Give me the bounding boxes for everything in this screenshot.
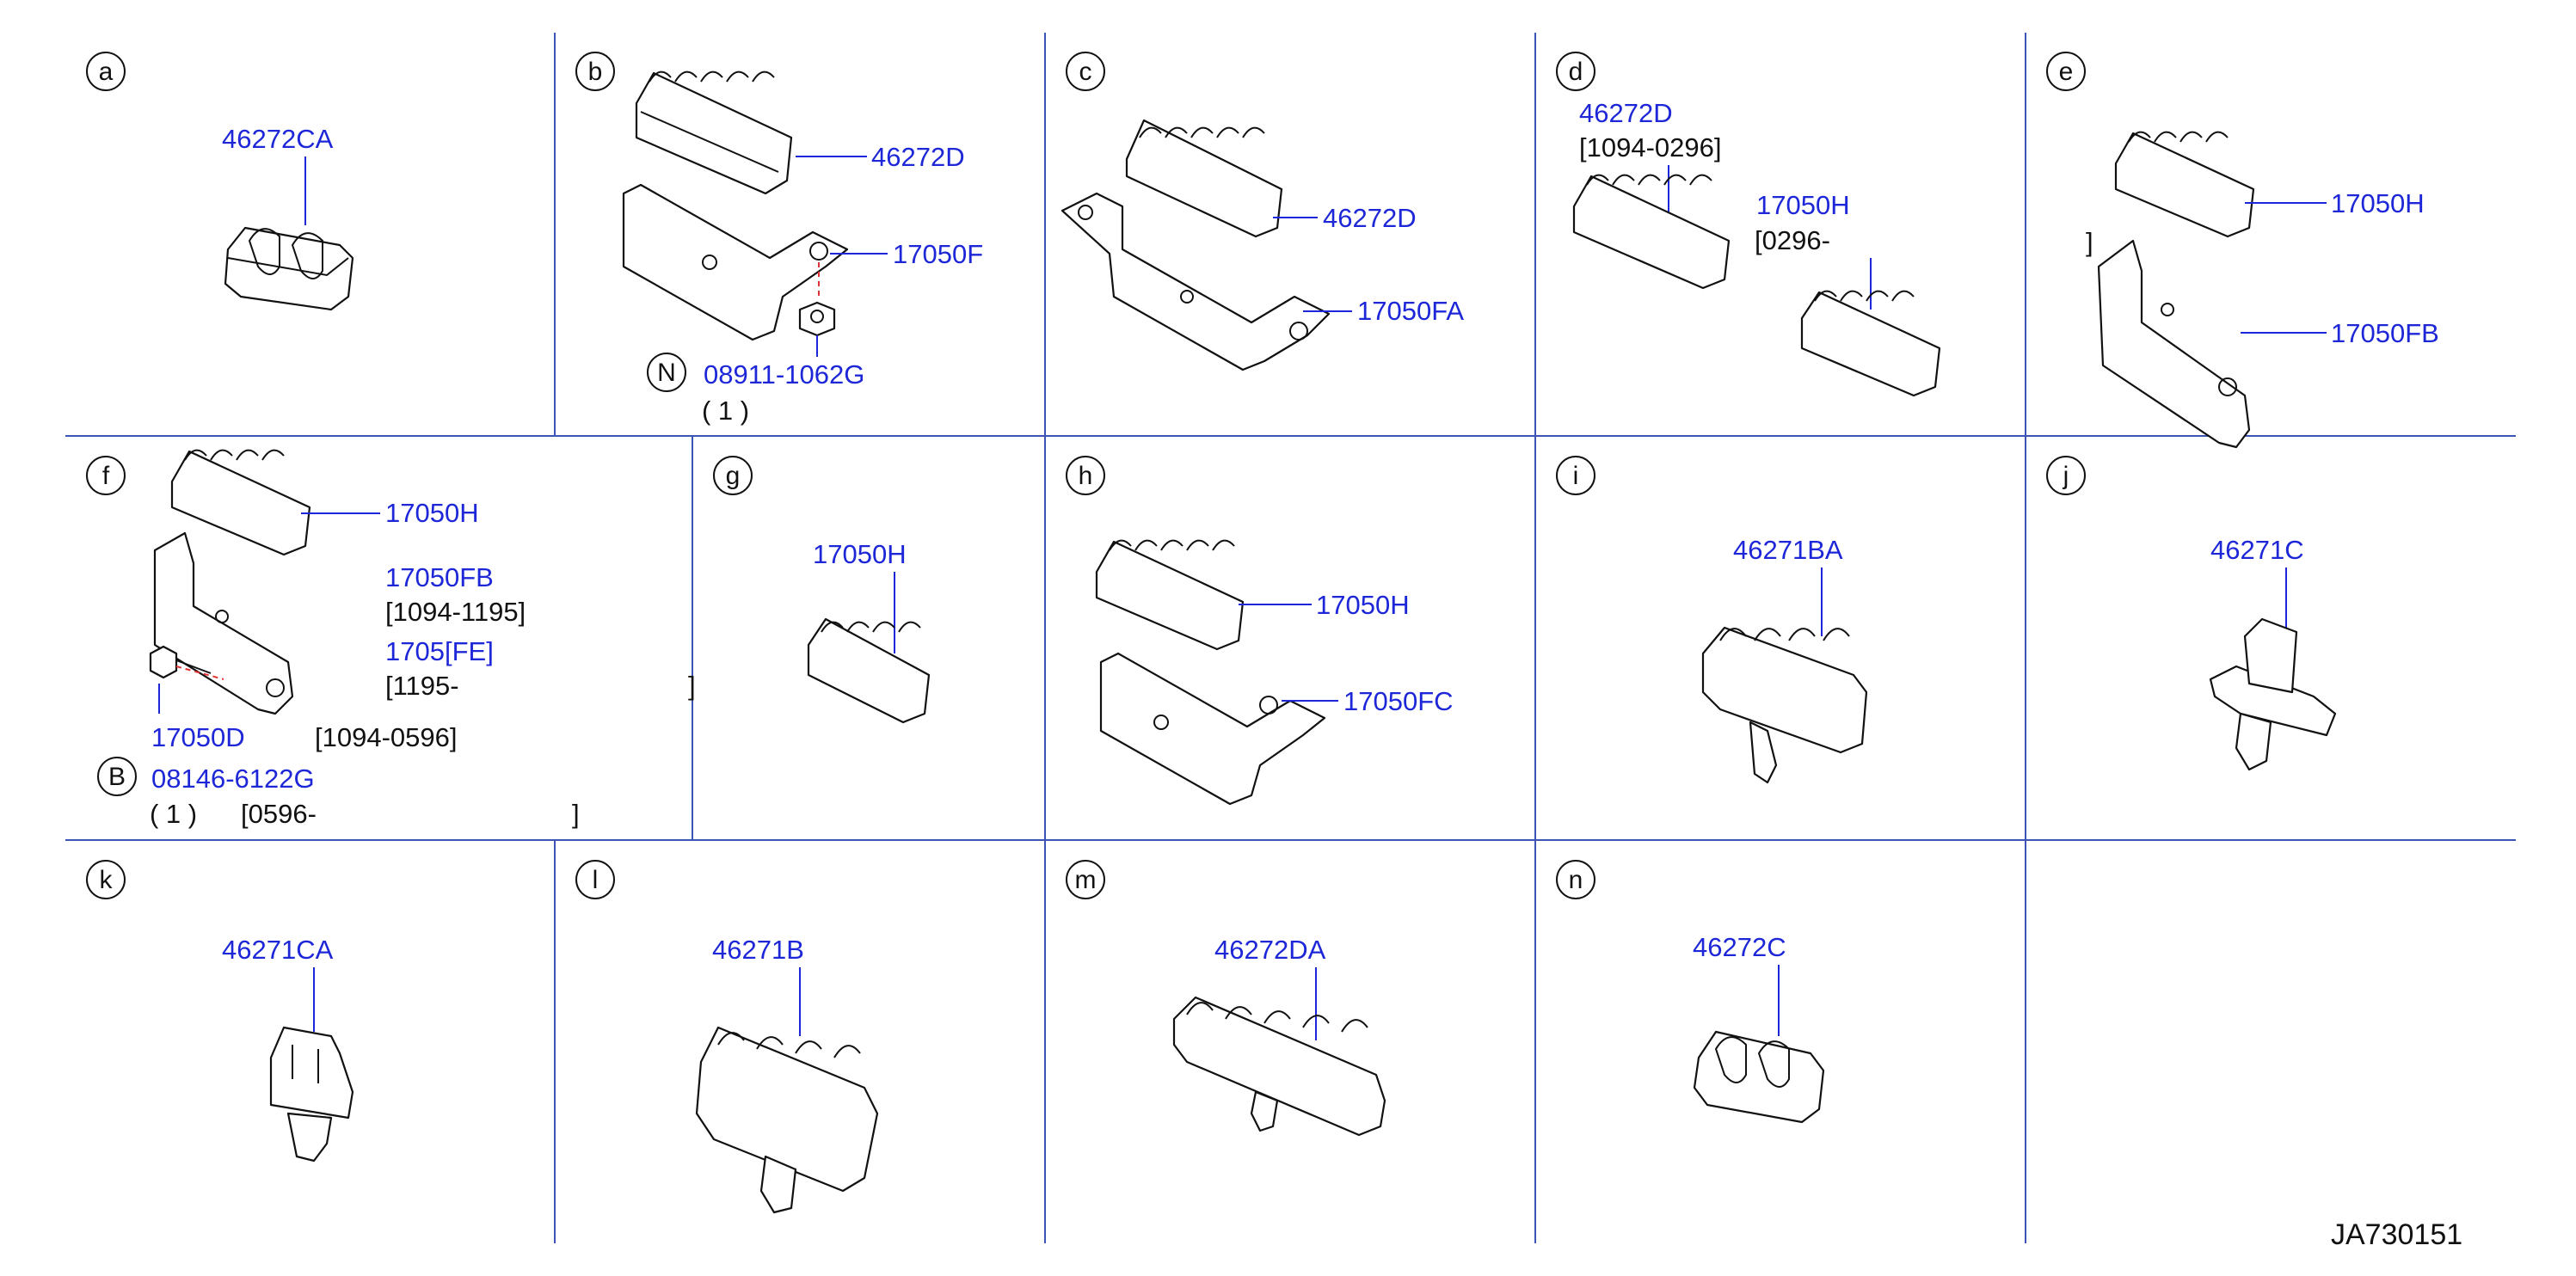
- panel-a: a 46272CA: [86, 52, 354, 311]
- part-label-46272CA[interactable]: 46272CA: [222, 124, 334, 154]
- panel-n: n 46272C: [1556, 860, 1825, 1124]
- date-range-f2-close: ]: [688, 671, 696, 701]
- part-label-17050H-g[interactable]: 17050H: [813, 539, 907, 569]
- panel-letter-b: b: [588, 58, 603, 86]
- clip-17050H-f-drawing: [170, 449, 311, 556]
- panel-letter-m: m: [1075, 866, 1097, 894]
- part-label-46272D[interactable]: 46272D: [871, 142, 965, 172]
- clip-46272CA-drawing: [224, 226, 354, 311]
- clip-46272C-drawing: [1693, 1030, 1825, 1124]
- part-label-46271C[interactable]: 46271C: [2210, 535, 2304, 565]
- panel-b: b 46272D 17050F N 08911-1062G ( 1 ): [575, 52, 983, 426]
- panel-letter-d: d: [1569, 58, 1583, 86]
- part-label-17050FB-f[interactable]: 17050FB: [385, 562, 494, 592]
- panel-e: e 17050H ] 17050FB: [2046, 52, 2439, 449]
- date-range-d1: [1094-0296]: [1579, 132, 1721, 163]
- nut-08911-drawing: [798, 301, 836, 337]
- panel-letter-a: a: [99, 58, 114, 86]
- panel-letter-e: e: [2059, 58, 2074, 86]
- clip-46272D-drawing: [635, 71, 793, 195]
- date-range-f4: [0596-: [241, 799, 317, 829]
- panel-l: l 46271B: [575, 860, 879, 1214]
- panel-grid: [65, 33, 2516, 1243]
- panel-g: g 17050H: [713, 456, 931, 724]
- panel-d: d 46272D [1094-0296] 17050H [0296-: [1556, 52, 1941, 397]
- panel-letter-i: i: [1573, 462, 1579, 490]
- panel-i: i 46271BA: [1556, 456, 1868, 784]
- date-range-f1: [1094-1195]: [385, 597, 526, 627]
- bracket-17050F-drawing: [622, 183, 849, 341]
- part-label-17050H-f[interactable]: 17050H: [385, 498, 479, 528]
- part-label-17050FA[interactable]: 17050FA: [1357, 296, 1464, 326]
- bracket-note-e: ]: [2086, 227, 2093, 257]
- clip-46272DA-drawing: [1172, 996, 1386, 1137]
- part-label-08146-6122G[interactable]: 08146-6122G: [151, 764, 315, 794]
- part-label-46272DA[interactable]: 46272DA: [1214, 935, 1326, 965]
- panel-c: c 46272D 17050FA: [1061, 52, 1464, 371]
- part-label-1705FE-f[interactable]: 1705[FE]: [385, 636, 494, 666]
- panel-letter-j: j: [2063, 462, 2069, 490]
- part-label-08911-1062G[interactable]: 08911-1062G: [704, 359, 864, 390]
- part-label-46271BA[interactable]: 46271BA: [1733, 535, 1843, 565]
- panel-letter-g: g: [726, 462, 741, 490]
- clip-46271BA-drawing: [1701, 626, 1868, 784]
- diagram-reference-code: JA730151: [2331, 1218, 2462, 1251]
- date-range-f3: [1094-0596]: [315, 722, 457, 752]
- nut-symbol-N: N: [657, 359, 676, 387]
- date-range-f2: [1195-: [385, 671, 459, 701]
- date-range-f4-close: ]: [572, 799, 580, 829]
- part-label-46271CA[interactable]: 46271CA: [222, 935, 334, 965]
- clip-17050H-d-drawing: [1800, 290, 1941, 397]
- clip-46271CA-drawing: [269, 1026, 354, 1163]
- bracket-17050FB-f-drawing: [153, 531, 294, 715]
- panel-f: f 17050H 17050FB [1094-1195] 1705[FE] [1…: [86, 449, 696, 829]
- part-label-17050H-e[interactable]: 17050H: [2331, 188, 2425, 218]
- panel-letter-c: c: [1079, 58, 1092, 86]
- part-label-17050H-h[interactable]: 17050H: [1316, 590, 1410, 620]
- panel-letter-h: h: [1079, 462, 1093, 490]
- panel-j: j 46271C: [2046, 456, 2337, 771]
- clip-17050H-e-drawing: [2114, 131, 2255, 238]
- clip-46271B-drawing: [695, 1026, 879, 1214]
- part-label-46272D-c[interactable]: 46272D: [1323, 203, 1417, 233]
- panel-m: m 46272DA: [1066, 860, 1386, 1137]
- clip-17050H-g-drawing: [807, 617, 931, 724]
- panel-letter-f: f: [102, 462, 110, 490]
- part-label-17050FB-e[interactable]: 17050FB: [2331, 318, 2439, 348]
- panel-letter-l: l: [593, 866, 599, 894]
- date-range-d2: [0296-: [1755, 225, 1830, 255]
- part-label-46272D-d[interactable]: 46272D: [1579, 98, 1673, 128]
- clip-46271C-drawing: [2209, 617, 2337, 771]
- clip-17050H-h-drawing: [1095, 539, 1245, 651]
- bolt-08146-drawing: [149, 645, 212, 679]
- part-label-17050D[interactable]: 17050D: [151, 722, 245, 752]
- clip-46272D-c-drawing: [1125, 119, 1283, 238]
- part-label-46272C[interactable]: 46272C: [1693, 932, 1786, 962]
- quantity-note-f: ( 1 ): [150, 799, 197, 829]
- part-label-17050FC[interactable]: 17050FC: [1343, 686, 1454, 716]
- panel-letter-k: k: [100, 866, 114, 894]
- panel-h: h 17050H 17050FC: [1066, 456, 1454, 806]
- bracket-17050FC-drawing: [1099, 652, 1326, 806]
- clip-46272D-d-drawing: [1572, 174, 1731, 290]
- quantity-note-b: ( 1 ): [702, 396, 749, 426]
- bracket-17050FA-drawing: [1061, 192, 1331, 371]
- bracket-17050FB-drawing: [2097, 239, 2251, 449]
- panel-k: k 46271CA: [86, 860, 354, 1163]
- part-label-17050H-d[interactable]: 17050H: [1756, 190, 1850, 220]
- panel-letter-n: n: [1569, 866, 1583, 894]
- part-label-17050F[interactable]: 17050F: [893, 239, 983, 269]
- part-label-46271B[interactable]: 46271B: [712, 935, 804, 965]
- bolt-symbol-B: B: [108, 763, 126, 791]
